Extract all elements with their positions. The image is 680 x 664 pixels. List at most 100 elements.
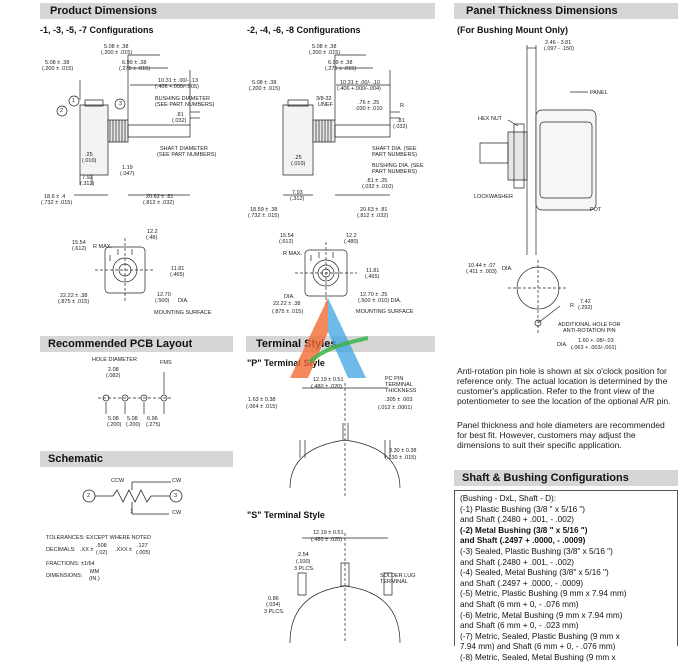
dim: (.465) xyxy=(170,272,185,278)
dim: 10.44 ± .07 xyxy=(468,263,496,269)
dim: 6.99 ± .38 xyxy=(328,60,353,66)
dim: (.500 ± .010) DIA. xyxy=(358,298,402,304)
shaft-bushing-line: and Shaft (.2497 + .0000, - .0009) xyxy=(460,536,586,546)
dim: 5.08 ± .38 xyxy=(252,80,277,86)
dim: 5.08 ± .38 xyxy=(45,60,70,66)
dim: (.275 ± .015) xyxy=(119,66,151,72)
pcb-layout-header: Recommended PCB Layout xyxy=(40,336,233,352)
shaft-bushing-line: (-3) Sealed, Plastic Bushing (3/8" x 5/1… xyxy=(460,546,613,556)
dim: (.032 ± .010) xyxy=(362,184,394,190)
dim: 1.63 ± 0.38 xyxy=(248,397,276,403)
dim: (.010) xyxy=(82,158,97,164)
label: PART NUMBERS) xyxy=(372,152,417,158)
dim: 12.19 ± 0.51 xyxy=(313,377,344,383)
config-b-front-view xyxy=(290,240,370,310)
product-dimensions-title: Product Dimensions xyxy=(50,5,157,17)
terminal-3: 3 xyxy=(174,493,178,499)
shaft-bushing-line: 7.94 mm) and Shaft (6 mm + 0, - .076 mm) xyxy=(460,642,616,652)
dim: 12.70 ± .25 xyxy=(360,292,388,298)
xxx-inch: (.005) xyxy=(136,550,151,556)
dim: (.097 - .150) xyxy=(544,46,574,52)
dim: 2.08 xyxy=(108,367,119,373)
dim: (.812 ± .032) xyxy=(143,200,175,206)
dim: .81 xyxy=(176,112,184,118)
label: DIA. xyxy=(284,294,295,300)
s-terminal-drawing xyxy=(270,528,420,643)
dim: 7.92 xyxy=(82,175,93,181)
label: SHAFT DIAMETER xyxy=(160,146,208,152)
dim: .25 xyxy=(294,155,302,161)
dim: 1.60 + .08/-.03 xyxy=(578,338,614,344)
shaft-bushing-line: and Shaft (6 mm + 0, - .076 mm) xyxy=(460,599,579,609)
panel-thickness-title: Panel Thickness Dimensions xyxy=(466,5,618,17)
label: FMS xyxy=(160,360,172,366)
pcb-layout-drawing xyxy=(90,368,180,428)
dim: (.200 ± .015) xyxy=(249,86,281,92)
dim: (.312) xyxy=(80,181,95,187)
cw-label: CW xyxy=(172,478,182,484)
xx-label: .XX ± xyxy=(80,547,94,553)
shaft-bushing-header: Shaft & Bushing Configurations xyxy=(454,470,678,486)
dim: (.480) xyxy=(344,239,359,245)
shaft-bushing-line: (-6) Metric, Metal Bushing (9 mm x 7.94 … xyxy=(460,610,623,620)
dim: (.200) xyxy=(126,422,141,428)
panel-fit-note: Panel thickness and hole diameters are r… xyxy=(457,420,665,450)
label: (SEE PART NUMBERS) xyxy=(155,102,215,108)
label: DIA. xyxy=(557,342,568,348)
cw-label: CW xyxy=(172,510,182,516)
label: MOUNTING SURFACE xyxy=(356,309,414,315)
dim: (.063 + .003/-.001) xyxy=(571,345,617,351)
label: PART NUMBERS) xyxy=(372,169,417,175)
dim: (.480 ± .020) xyxy=(311,537,343,543)
shaft-bushing-line: and Shaft (.2497 + .0000, - .0009) xyxy=(460,578,584,588)
ccw-label: CCW xyxy=(111,478,125,484)
label: ANTI-ROTATION PIN xyxy=(563,328,616,334)
panel-label: PANEL xyxy=(590,90,608,96)
dim: (.100) xyxy=(296,559,311,565)
label: PC PIN xyxy=(385,376,404,382)
dim: (.200 ± .015) xyxy=(42,66,74,72)
shaft-bushing-title: Shaft & Bushing Configurations xyxy=(462,472,629,484)
config-b-subtitle: -2, -4, -6, -8 Configurations xyxy=(247,25,361,35)
label: (SEE PART NUMBERS) xyxy=(157,152,217,158)
label: R MAX. xyxy=(283,251,302,257)
panel-mount-drawing xyxy=(470,40,610,260)
dim: 11.81 xyxy=(171,266,185,272)
decimals-label: DECIMALS: xyxy=(46,547,76,553)
lockwasher-label: LOCKWASHER xyxy=(474,194,513,200)
callout-3: 3 xyxy=(119,101,123,107)
label: 3 PLCS. xyxy=(294,566,315,572)
label: SOLDER LUG xyxy=(380,573,416,579)
label: SHAFT DIA. (SEE xyxy=(372,146,417,152)
dim: 2.46 - 3.81 xyxy=(545,40,572,46)
watermark-logo xyxy=(290,298,378,378)
dim: (.732 ± .015) xyxy=(248,213,280,219)
dim: 6.99 ± .38 xyxy=(122,60,147,66)
anti-rotation-note: Anti-rotation pin hole is shown at six o… xyxy=(457,366,671,406)
config-a-side-view xyxy=(40,40,240,215)
dim: .030 ± .010 xyxy=(355,106,383,112)
callout-1: 1 xyxy=(72,98,76,104)
dim: (.875 ± .015) xyxy=(58,299,90,305)
dim: 12.2 xyxy=(346,233,357,239)
dim: 22.22 ± .38 xyxy=(60,293,88,299)
dim: 15.54 xyxy=(280,233,294,239)
config-b-side-view xyxy=(248,40,438,215)
dim: (.612) xyxy=(279,239,294,245)
dim: (.275 ± .015) xyxy=(325,66,357,72)
dim: 18.59 ± .38 xyxy=(250,207,278,213)
dim: (.034) xyxy=(266,602,281,608)
dim: (.500) xyxy=(155,298,170,304)
dim: (.465) xyxy=(365,274,380,280)
dim: (.032) xyxy=(172,118,187,124)
dim: 12.2 xyxy=(147,229,158,235)
dim: (.200) xyxy=(107,422,122,428)
dim: (.732 ± .015) xyxy=(41,200,73,206)
panel-hole-drawing xyxy=(490,258,600,348)
mm-label: MM xyxy=(90,569,100,575)
dim: (.312) xyxy=(290,196,305,202)
xxx-value: .127 xyxy=(137,543,148,549)
label: BUSHING DIA. (SEE xyxy=(372,163,424,169)
schematic-drawing xyxy=(75,478,195,523)
label: DIA. xyxy=(502,266,513,272)
